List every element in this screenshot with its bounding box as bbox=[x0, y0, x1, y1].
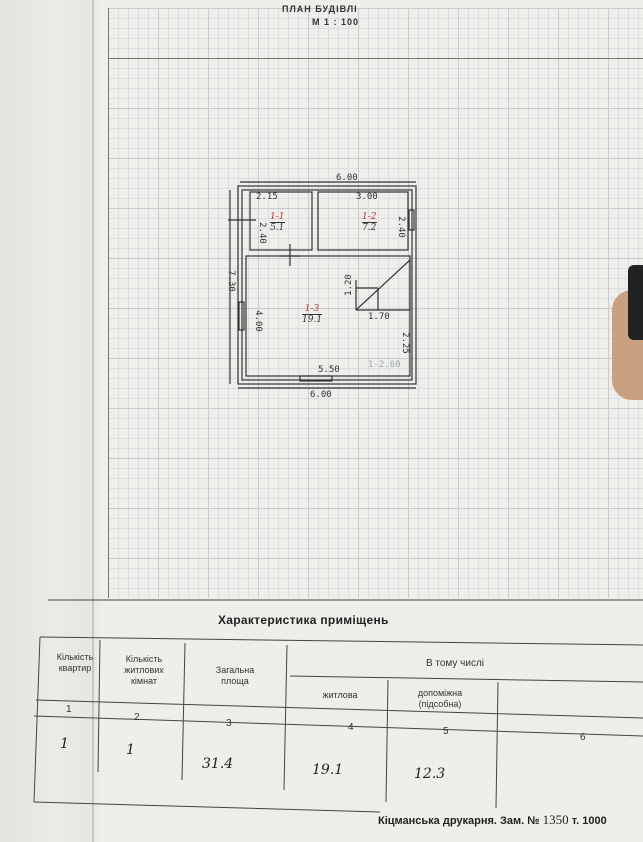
room-area: 7.2 bbox=[362, 223, 377, 233]
plan-note: 1-2.60 bbox=[368, 360, 401, 370]
room-area: 5.1 bbox=[270, 223, 285, 233]
frame-left-rule bbox=[108, 8, 109, 598]
col-number: 2 bbox=[134, 712, 140, 723]
graph-grid bbox=[108, 8, 643, 598]
col-number: 1 bbox=[66, 704, 72, 715]
header-apartments: Кількість квартир bbox=[56, 652, 94, 673]
col-number: 6 bbox=[580, 732, 586, 743]
header-auxiliary: допоміжна (підсобна) bbox=[417, 688, 463, 709]
footer-text: Кіцманська друкарня. Зам. № bbox=[378, 815, 540, 827]
col-number: 4 bbox=[348, 722, 354, 733]
col-number: 3 bbox=[226, 718, 232, 729]
col-number: 5 bbox=[443, 726, 449, 737]
binding-edge bbox=[92, 0, 94, 842]
value-total-area: 31.4 bbox=[202, 756, 234, 772]
dim-stair-width: 1.70 bbox=[368, 312, 390, 322]
room-1-2-outline bbox=[317, 191, 409, 251]
plan-title: ПЛАН БУДІВЛІ bbox=[282, 4, 358, 14]
dim-top-total: 6.00 bbox=[336, 173, 358, 183]
value-living-area: 19.1 bbox=[312, 762, 344, 778]
dark-tab bbox=[628, 265, 643, 340]
frame-top-rule bbox=[108, 58, 643, 59]
room-1-3-label: 1-3 19.1 bbox=[302, 304, 323, 325]
room-code: 1-1 bbox=[270, 212, 285, 223]
room-1-1-outline bbox=[249, 191, 313, 251]
header-total-area: Загальна площа bbox=[215, 665, 255, 686]
footer-order: 1350 bbox=[542, 812, 569, 827]
printer-footer: Кіцманська друкарня. Зам. № 1350 т. 1000 bbox=[378, 812, 607, 828]
room-code: 1-2 bbox=[362, 212, 377, 223]
dim-room3-width: 5.50 bbox=[318, 365, 340, 375]
dim-room1-width: 2.15 bbox=[256, 192, 278, 202]
outer-wall bbox=[237, 185, 417, 385]
room-code: 1-3 bbox=[302, 304, 323, 315]
header-rooms: Кількість житлових кімнат bbox=[124, 654, 164, 686]
value-rooms: 1 bbox=[126, 742, 135, 758]
header-including: В тому числі bbox=[425, 658, 485, 669]
dim-bottom-total: 6.00 bbox=[310, 390, 332, 400]
room-1-1-label: 1-1 5.1 bbox=[270, 212, 285, 233]
value-apartments: 1 bbox=[60, 736, 69, 752]
dim-room2-width: 3.00 bbox=[356, 192, 378, 202]
value-auxiliary-area: 12.3 bbox=[414, 766, 446, 782]
stair-outline bbox=[355, 258, 411, 311]
header-living: житлова bbox=[322, 690, 358, 700]
footer-suffix: т. 1000 bbox=[571, 815, 607, 827]
room-1-2-label: 1-2 7.2 bbox=[362, 212, 377, 233]
table-title: Характеристика приміщень bbox=[218, 613, 389, 627]
plan-scale: М 1 : 100 bbox=[312, 17, 360, 27]
room-area: 19.1 bbox=[302, 315, 323, 325]
